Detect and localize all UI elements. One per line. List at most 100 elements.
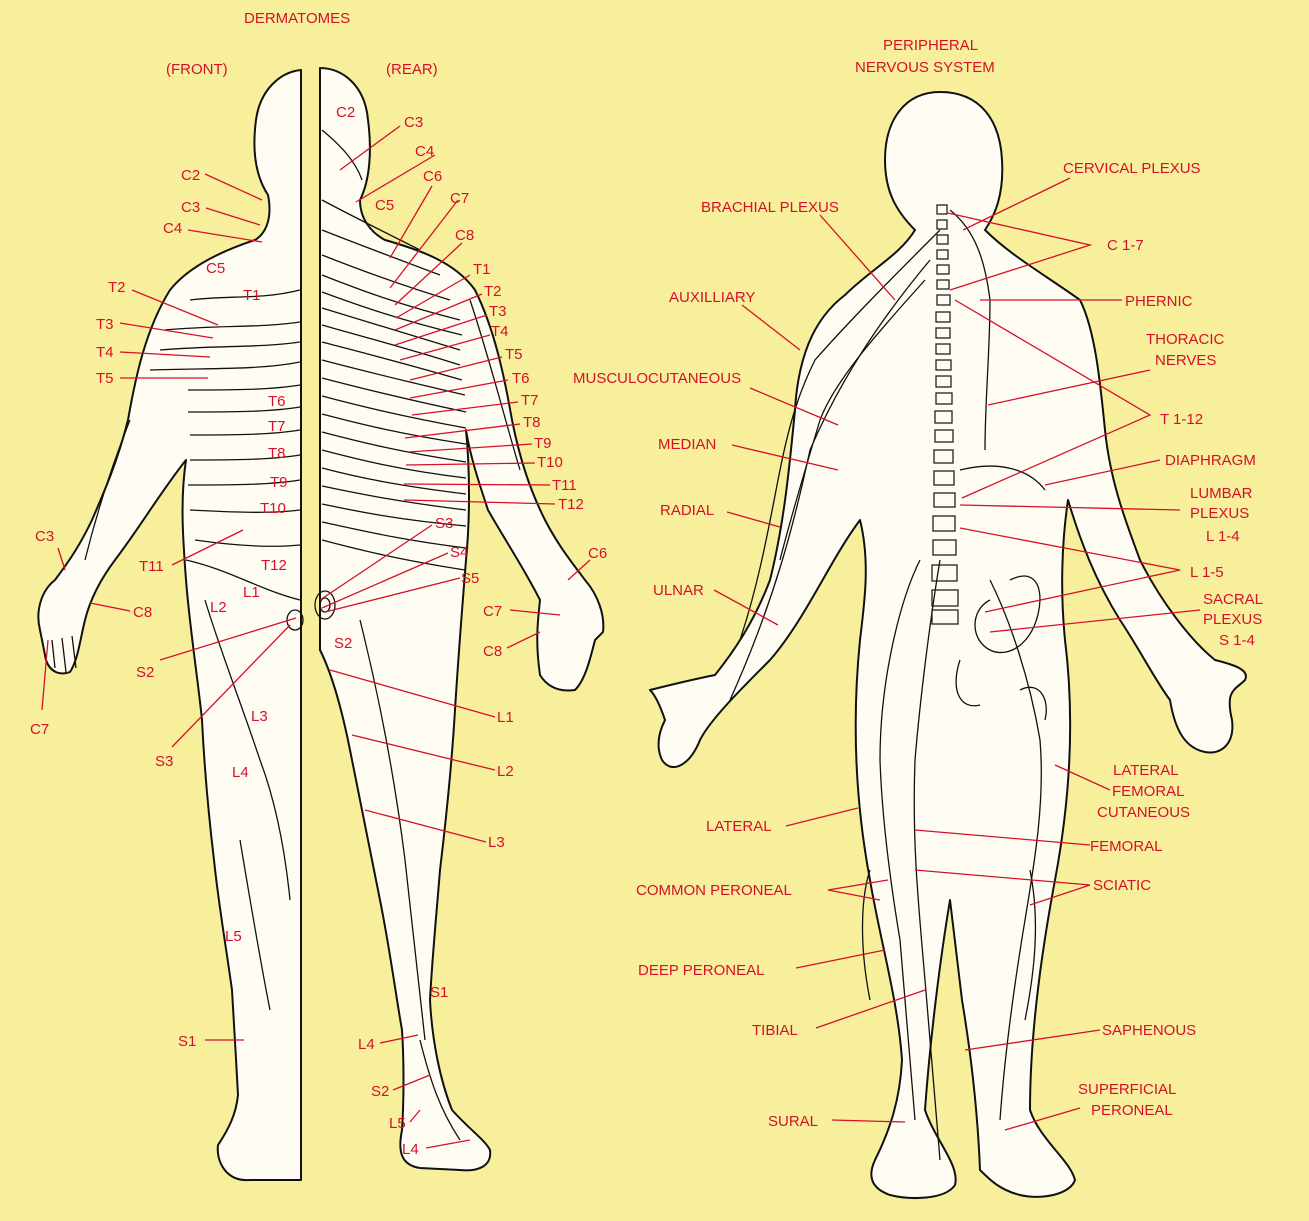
front-c3-label: C3 <box>181 199 200 216</box>
l1-4-label: L 1-4 <box>1206 528 1240 545</box>
rear-t11-label: T11 <box>552 477 577 494</box>
rear-c5-label: C5 <box>375 197 394 214</box>
rear-s3-label: S3 <box>435 515 453 532</box>
front-s1-label: S1 <box>178 1033 196 1050</box>
front-t1-label: T1 <box>243 287 261 304</box>
thoracic-label: THORACIC <box>1146 331 1225 348</box>
rear-t5-label: T5 <box>505 346 523 363</box>
rear-l4-label: L4 <box>358 1036 375 1053</box>
rear-c6-label-hand: C6 <box>588 545 607 562</box>
brachial-plexus-label: BRACHIAL PLEXUS <box>701 199 839 216</box>
front-t5-label: T5 <box>96 370 114 387</box>
rear-l1-label: L1 <box>497 709 514 726</box>
nerves-label: NERVES <box>1155 352 1216 369</box>
rear-t1-label: T1 <box>473 261 491 278</box>
rear-view-label: (REAR) <box>386 61 438 78</box>
rear-t8-label: T8 <box>523 414 541 431</box>
rear-t4-label: T4 <box>491 323 509 340</box>
front-c4-label: C4 <box>163 220 182 237</box>
rear-s1-label: S1 <box>430 984 448 1001</box>
front-view-label: (FRONT) <box>166 61 228 78</box>
front-t12-label: T12 <box>261 557 287 574</box>
front-t4-label: T4 <box>96 344 114 361</box>
front-t8-label: T8 <box>268 445 286 462</box>
front-l1-label: L1 <box>243 584 260 601</box>
front-l3-label: L3 <box>251 708 268 725</box>
rear-s2-label: S2 <box>334 635 352 652</box>
lateral-femoral-line2: FEMORAL <box>1112 783 1185 800</box>
rear-c3-label: C3 <box>404 114 423 131</box>
saphenous-label: SAPHENOUS <box>1102 1022 1196 1039</box>
front-c3-hand-label: C3 <box>35 528 54 545</box>
rear-c8-label: C8 <box>455 227 474 244</box>
rear-t3-label: T3 <box>489 303 507 320</box>
rear-c6-label: C6 <box>423 168 442 185</box>
front-t11-label: T11 <box>139 558 164 575</box>
front-t9-label: T9 <box>270 474 288 491</box>
lumbar-label: LUMBAR <box>1190 485 1253 502</box>
front-t2-label: T2 <box>108 279 126 296</box>
rear-s4-label: S4 <box>450 544 468 561</box>
dermatomes-title: DERMATOMES <box>244 10 350 27</box>
s1-4-label: S 1-4 <box>1219 632 1255 649</box>
superficial-peroneal-line2: PERONEAL <box>1091 1102 1173 1119</box>
auxilliary-label: AUXILLIARY <box>669 289 755 306</box>
front-t10-label: T10 <box>260 500 286 517</box>
rear-l3-label: L3 <box>488 834 505 851</box>
deep-peroneal-label: DEEP PERONEAL <box>638 962 764 979</box>
median-label: MEDIAN <box>658 436 716 453</box>
pns-title-line2: NERVOUS SYSTEM <box>855 59 995 76</box>
front-l4-label: L4 <box>232 764 249 781</box>
t1-12-label: T 1-12 <box>1160 411 1203 428</box>
rear-t12-label: T12 <box>558 496 584 513</box>
l1-5-label: L 1-5 <box>1190 564 1224 581</box>
radial-label: RADIAL <box>660 502 714 519</box>
dermatome-labels: C2 C3 C4 C5 T1 T2 T3 T4 T5 T6 T7 T8 T9 T… <box>30 104 607 1158</box>
lumbar-plexus-label: PLEXUS <box>1190 505 1249 522</box>
front-l2-label: L2 <box>210 599 227 616</box>
musculocutaneous-label: MUSCULOCUTANEOUS <box>573 370 741 387</box>
lateral-femoral-line3: CUTANEOUS <box>1097 804 1190 821</box>
rear-c7-label-hand: C7 <box>483 603 502 620</box>
common-peroneal-label: COMMON PERONEAL <box>636 882 792 899</box>
rear-s5-label: S5 <box>461 570 479 587</box>
rear-t6-label: T6 <box>512 370 530 387</box>
front-c5-label: C5 <box>206 260 225 277</box>
front-c8-label: C8 <box>133 604 152 621</box>
front-t7-label: T7 <box>268 418 286 435</box>
superficial-peroneal-line1: SUPERFICIAL <box>1078 1081 1176 1098</box>
tibial-label: TIBIAL <box>752 1022 798 1039</box>
rear-c7-label: C7 <box>450 190 469 207</box>
ulnar-label: ULNAR <box>653 582 704 599</box>
phernic-label: PHERNIC <box>1125 293 1193 310</box>
rear-c4-label: C4 <box>415 143 434 160</box>
rear-c2-label: C2 <box>336 104 355 121</box>
rear-c8-label-hand: C8 <box>483 643 502 660</box>
front-c2-label: C2 <box>181 167 200 184</box>
c1-7-label: C 1-7 <box>1107 237 1144 254</box>
lateral-label: LATERAL <box>706 818 772 835</box>
front-t6-label: T6 <box>268 393 286 410</box>
rear-l4-foot-label: L4 <box>402 1141 419 1158</box>
cervical-plexus-label: CERVICAL PLEXUS <box>1063 160 1201 177</box>
front-s2-label: S2 <box>136 664 154 681</box>
rear-t9-label: T9 <box>534 435 552 452</box>
diaphragm-label: DIAPHRAGM <box>1165 452 1256 469</box>
rear-t10-label: T10 <box>537 454 563 471</box>
front-l5-label: L5 <box>225 928 242 945</box>
sciatic-label: SCIATIC <box>1093 877 1151 894</box>
sacral-label: SACRAL <box>1203 591 1263 608</box>
sural-label: SURAL <box>768 1113 818 1130</box>
front-c7-label: C7 <box>30 721 49 738</box>
front-s3-label: S3 <box>155 753 173 770</box>
lateral-femoral-line1: LATERAL <box>1113 762 1179 779</box>
rear-l2-label: L2 <box>497 763 514 780</box>
rear-t7-label: T7 <box>521 392 539 409</box>
rear-l5-label: L5 <box>389 1115 406 1132</box>
front-t3-label: T3 <box>96 316 114 333</box>
sacral-plexus-label: PLEXUS <box>1203 611 1262 628</box>
pns-title-line1: PERIPHERAL <box>883 37 978 54</box>
rear-s2-foot-label: S2 <box>371 1083 389 1100</box>
femoral-label: FEMORAL <box>1090 838 1163 855</box>
